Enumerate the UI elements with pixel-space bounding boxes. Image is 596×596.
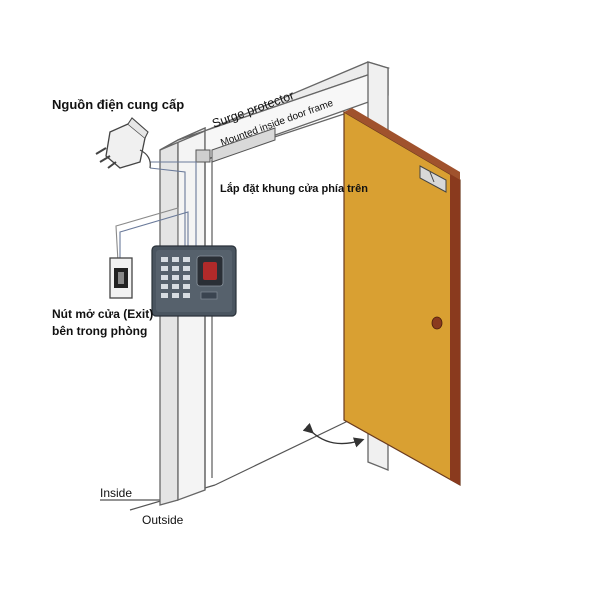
exit-button-label-line1: Nút mở cửa (Exit) [52,307,153,321]
exit-button-icon [109,257,133,299]
door [343,108,461,487]
door-knob-icon [431,316,443,330]
floor-lines [100,419,351,511]
inside-label: Inside [100,486,132,500]
door-swing-arrow-icon [302,422,365,448]
magnetic-lock-icon [195,127,276,163]
exit-button-label-line2: bên trong phòng [52,324,147,338]
install-top-label: Lắp đặt khung cửa phía trên [220,182,368,195]
wiring [115,161,197,263]
plug-adapter-icon [95,117,151,169]
outside-label: Outside [142,513,184,527]
power-supply-label: Nguồn điện cung cấp [52,97,184,112]
fingerprint-keypad-icon [151,245,237,317]
